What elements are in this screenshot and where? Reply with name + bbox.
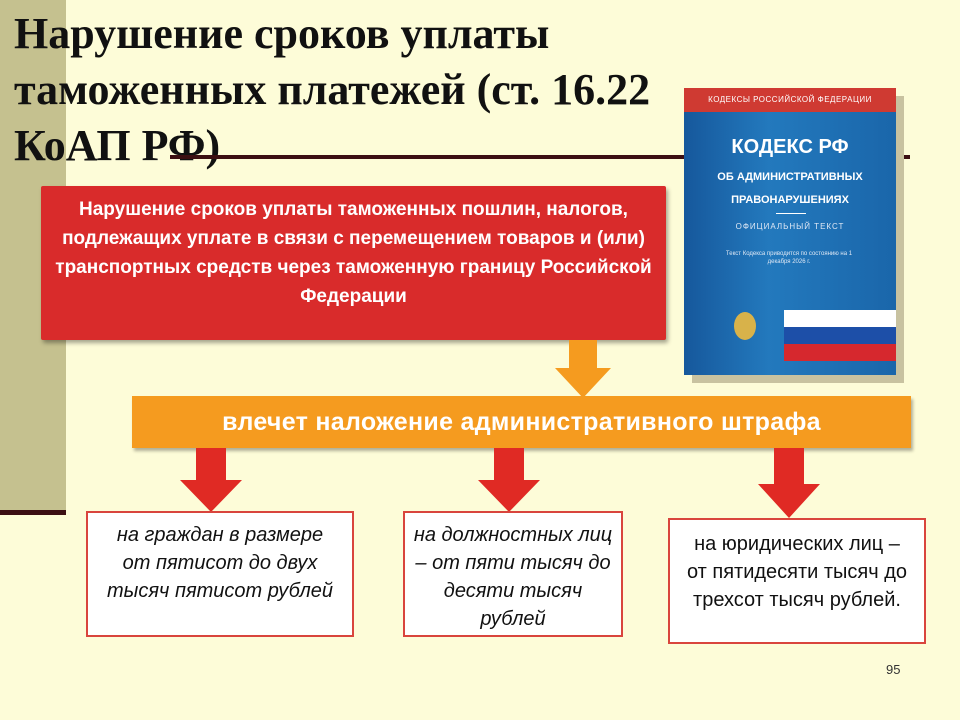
- slide-title: Нарушение сроков уплаты таможенных плате…: [14, 9, 651, 170]
- book-series-band: КОДЕКСЫ РОССИЙСКОЙ ФЕДЕРАЦИИ: [684, 88, 896, 112]
- arrow-down-orange-icon: [555, 340, 611, 398]
- book-official-label: ОФИЦИАЛЬНЫЙ ТЕКСТ: [735, 222, 845, 231]
- code-book-image: КОДЕКСЫ РОССИЙСКОЙ ФЕДЕРАЦИИ КОДЕКС РФ О…: [684, 88, 896, 375]
- fine-legal-entities-box: на юридических лиц – от пятидесяти тысяч…: [668, 518, 926, 644]
- flag-stripe-blue: [784, 327, 896, 344]
- book-note: Текст Кодекса приводится по состоянию на…: [725, 251, 853, 265]
- violation-box: Нарушение сроков уплаты таможенных пошли…: [41, 186, 666, 340]
- book-subtitle: ОБ АДМИНИСТРАТИВНЫХ ПРАВОНАРУШЕНИЯХ: [717, 171, 863, 206]
- title-underline: [170, 155, 910, 159]
- flag-stripe-white: [784, 310, 896, 327]
- fine-citizens-box: на граждан в размере от пятисот до двух …: [86, 511, 354, 637]
- fine-officials-box: на должностных лиц – от пяти тысяч до де…: [403, 511, 623, 637]
- flag-stripe-red: [784, 344, 896, 361]
- coat-of-arms-icon: [734, 312, 756, 340]
- book-divider: [776, 213, 806, 214]
- page-number: 95: [886, 662, 901, 677]
- arrow-down-citizens-icon: [180, 448, 242, 512]
- arrow-down-officials-icon: [478, 448, 540, 512]
- left-strip-edge: [0, 510, 66, 515]
- book-title: КОДЕКС РФ: [731, 136, 849, 158]
- arrow-down-legal-entities-icon: [758, 448, 820, 518]
- consequence-bar: влечет наложение административного штраф…: [132, 396, 911, 448]
